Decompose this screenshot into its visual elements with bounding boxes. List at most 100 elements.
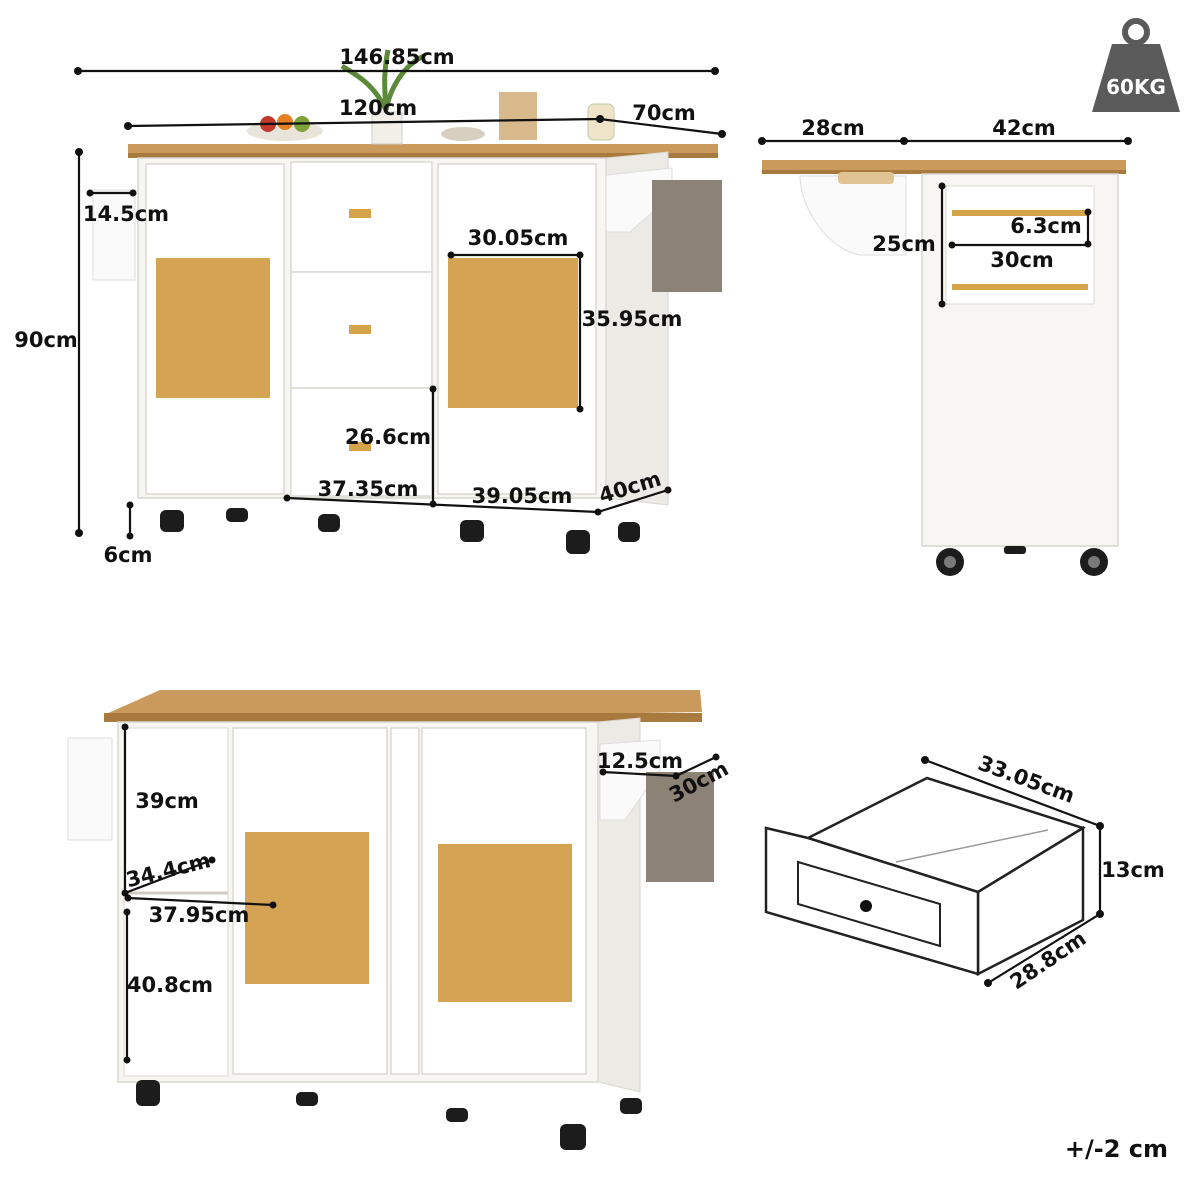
dim-top-width: 120cm (339, 96, 417, 120)
dim-marker (129, 189, 137, 197)
plant-leaves (340, 49, 426, 112)
dim-door-section-width: 39.05cm (472, 484, 573, 508)
drawer-knob (860, 900, 872, 912)
dim-marker (75, 529, 83, 537)
coffee-bag (499, 92, 537, 140)
towel (652, 180, 722, 292)
dim-towel-bar-width-line (675, 756, 717, 777)
dim-drawer-height: 26.6cm (345, 425, 431, 449)
dim-towel-bar-depth-line (602, 770, 677, 778)
towel-rail (952, 210, 1088, 216)
dim-height: 90cm (14, 328, 78, 352)
drawer-handle (349, 442, 371, 451)
dim-marker (576, 405, 584, 413)
dim-marker (121, 723, 129, 731)
drop-leaf-bracket (799, 175, 907, 256)
side-view: 28cm 42cm 25cm 6.3cm 30cm (758, 116, 1132, 576)
fruit (277, 114, 293, 130)
dim-marker (124, 122, 132, 130)
caster (296, 1092, 318, 1106)
dim-top-depth: 70cm (632, 101, 696, 125)
dim-marker (758, 137, 766, 145)
dim-top-depth-line (599, 117, 723, 136)
caster-hub (1088, 556, 1100, 568)
drawer-handle (349, 325, 371, 334)
back-drawer-edge (390, 727, 420, 1075)
dim-towel-bar-depth: 12.5cm (597, 749, 683, 773)
dim-rail-width: 30cm (990, 248, 1054, 272)
dim-shelf-depth: 25cm (872, 232, 936, 256)
dim-marker (123, 908, 131, 916)
dim-marker (948, 241, 956, 249)
caster (446, 1108, 468, 1122)
dim-shelf-width: 37.95cm (149, 903, 250, 927)
dim-marker (938, 300, 946, 308)
plant-pot (371, 111, 403, 145)
dim-marker (447, 251, 455, 259)
dim-marker (1084, 208, 1092, 216)
dim-overall-width: 146.85cm (339, 45, 454, 69)
caster (318, 514, 340, 532)
dim-top-width-line (127, 117, 601, 128)
side-hook (92, 189, 136, 281)
dim-caster-height: 6cm (104, 543, 153, 567)
caster (618, 522, 640, 542)
caster (160, 510, 184, 532)
dim-marker (86, 189, 94, 197)
left-door-rattan (156, 258, 270, 398)
dim-marker (269, 901, 277, 909)
caster (226, 508, 248, 522)
dim-marker (984, 979, 992, 987)
dim-hook-width: 14.5cm (83, 202, 169, 226)
caster (560, 1124, 586, 1150)
dim-marker (711, 67, 719, 75)
dim-window-height: 35.95cm (582, 307, 683, 331)
dim-marker (900, 137, 908, 145)
dim-marker (599, 768, 607, 776)
caster (566, 530, 590, 554)
dim-marker (712, 753, 720, 761)
tolerance-note: +/-2 cm (1065, 1135, 1168, 1163)
dim-drawer-width-line (987, 913, 1101, 984)
dim-marker (429, 500, 437, 508)
right-door-rattan (448, 258, 578, 408)
front-countertop-top (128, 144, 718, 154)
dim-rail-gap: 6.3cm (1010, 214, 1082, 238)
leaf-support (838, 172, 894, 184)
dim-depth-line (597, 488, 669, 514)
dim-marker (283, 494, 291, 502)
caster (620, 1098, 642, 1114)
dim-drawer-depth-line (924, 758, 1101, 828)
drawer-inner-edge (895, 829, 1049, 863)
back-door-right-rattan (438, 844, 572, 1002)
back-countertop-edge (104, 713, 702, 722)
caster (136, 1080, 160, 1106)
weight-icon: 60KG (1092, 18, 1180, 112)
dim-marker (921, 756, 929, 764)
dim-upper-shelf-height: 39cm (135, 789, 199, 813)
front-countertop-edge (128, 153, 718, 158)
towel-rail (952, 284, 1088, 290)
caster-hub (944, 556, 956, 568)
dim-window-width: 30.05cm (468, 226, 569, 250)
dim-lower-shelf-height: 40.8cm (127, 973, 213, 997)
dim-bottom-width-line (286, 496, 599, 514)
weight-label: 60KG (1106, 75, 1166, 99)
side-countertop-edge (762, 170, 1126, 174)
dim-marker (124, 894, 132, 902)
towel (646, 772, 714, 882)
caster (1004, 546, 1026, 554)
dim-drawer-height: 13cm (1101, 858, 1165, 882)
back-door-left-rattan (245, 832, 369, 984)
dim-leaf-width: 28cm (801, 116, 865, 140)
drawer-handle (349, 209, 371, 218)
dim-marker (594, 508, 602, 516)
dim-marker (664, 486, 672, 494)
dim-marker (74, 67, 82, 75)
dim-marker (126, 501, 134, 509)
dim-shelf-width-line (127, 896, 274, 907)
dim-marker (429, 385, 437, 393)
bowl (441, 127, 485, 141)
